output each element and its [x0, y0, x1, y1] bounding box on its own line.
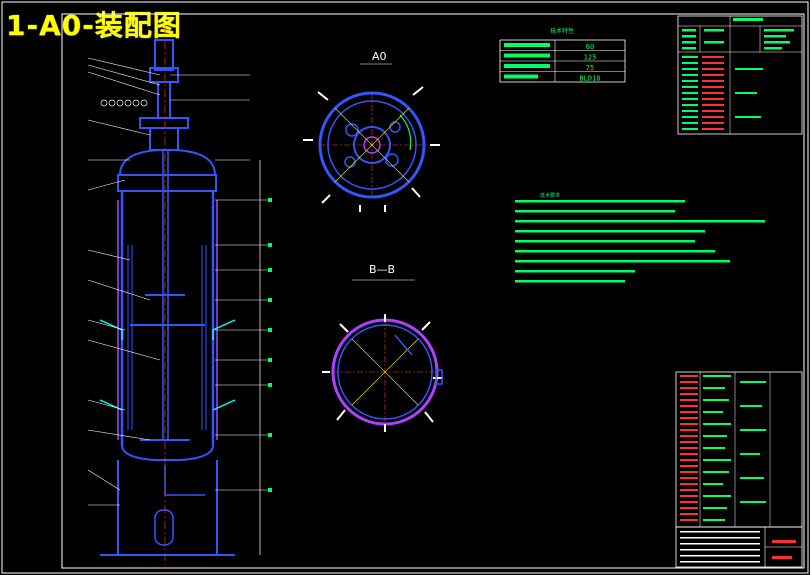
title-block [675, 526, 803, 568]
param-value-4: BLD18 [579, 75, 600, 83]
vessel-elevation [87, 25, 272, 565]
notes-heading: 技术要求 [540, 192, 560, 199]
param-value-1: 60 [586, 43, 594, 51]
params-table: 技术特性 60 125 75 BLD18 [499, 27, 626, 83]
nozzle-table [677, 15, 803, 135]
bill-of-materials [675, 371, 803, 528]
top-view-label: A0 [372, 50, 387, 63]
params-header: 技术特性 [550, 27, 574, 35]
param-value-2: 125 [584, 54, 597, 62]
section-view: B—B [322, 263, 443, 432]
top-view: A0 [303, 50, 440, 212]
param-value-3: 75 [586, 64, 594, 72]
section-label: B—B [369, 263, 395, 276]
inner-frame [61, 13, 805, 569]
technical-notes: 技术要求 [515, 192, 765, 283]
